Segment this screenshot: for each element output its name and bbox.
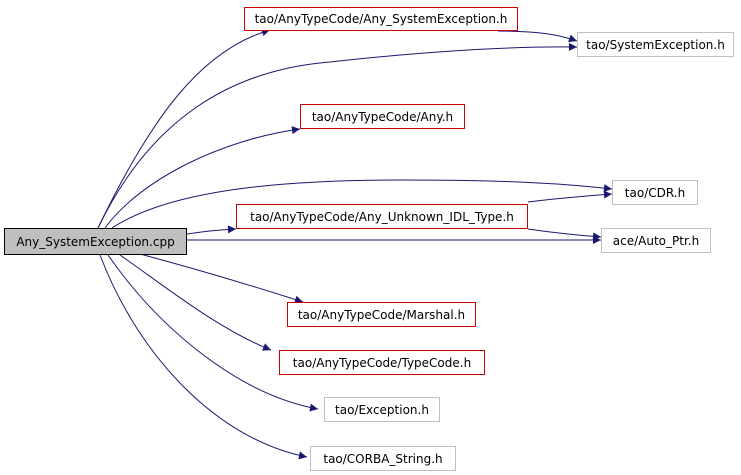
edge-root-to-any-unknown-idl-type-h [186,225,237,235]
node-exception-h[interactable]: tao/Exception.h [324,397,440,422]
node-label: tao/AnyTypeCode/Any_Unknown_IDL_Type.h [250,209,514,224]
edge-root-to-exception-h [107,254,319,412]
node-label: tao/AnyTypeCode/Any.h [311,109,454,124]
node-root[interactable]: Any_SystemException.cpp [4,228,187,255]
edge-root-to-cdr-h [111,179,613,229]
node-any-unknown-idl-type-h[interactable]: tao/AnyTypeCode/Any_Unknown_IDL_Type.h [236,204,528,229]
node-auto-ptr-h[interactable]: ace/Auto_Ptr.h [601,228,711,253]
edge-any-system-exception-h-to-system-exception-h [497,30,578,43]
edge-root-to-system-exception-h [97,42,578,229]
edge-root-to-any-system-exception-h [97,28,271,229]
edge-root-to-any-h [104,126,301,229]
node-system-exception-h[interactable]: tao/SystemException.h [577,32,734,57]
edge-root-to-corba-string-h [99,254,308,460]
node-label: tao/AnyTypeCode/Marshal.h [297,307,466,322]
node-corba-string-h[interactable]: tao/CORBA_String.h [310,446,456,471]
node-typecode-h[interactable]: tao/AnyTypeCode/TypeCode.h [279,350,485,375]
node-label: tao/SystemException.h [586,37,725,52]
node-label: tao/AnyTypeCode/Any_SystemException.h [254,12,508,26]
node-label: Any_SystemException.cpp [16,234,175,249]
edge-any-unknown-idl-type-h-to-cdr-h [527,190,613,203]
node-label: tao/Exception.h [335,402,429,417]
node-label: tao/CORBA_String.h [323,451,443,466]
edge-root-to-marshal-h [139,253,304,304]
node-any-system-exception-h[interactable]: tao/AnyTypeCode/Any_SystemException.h [244,7,518,31]
node-label: tao/AnyTypeCode/TypeCode.h [292,355,472,370]
node-label: ace/Auto_Ptr.h [612,233,700,248]
edge-any-unknown-idl-type-h-to-auto-ptr-h [527,228,602,241]
node-any-h[interactable]: tao/AnyTypeCode/Any.h [300,104,465,129]
node-label: tao/CDR.h [624,185,686,200]
edge-root-to-typecode-h [119,254,272,351]
node-cdr-h[interactable]: tao/CDR.h [612,180,698,205]
node-marshal-h[interactable]: tao/AnyTypeCode/Marshal.h [287,302,476,327]
